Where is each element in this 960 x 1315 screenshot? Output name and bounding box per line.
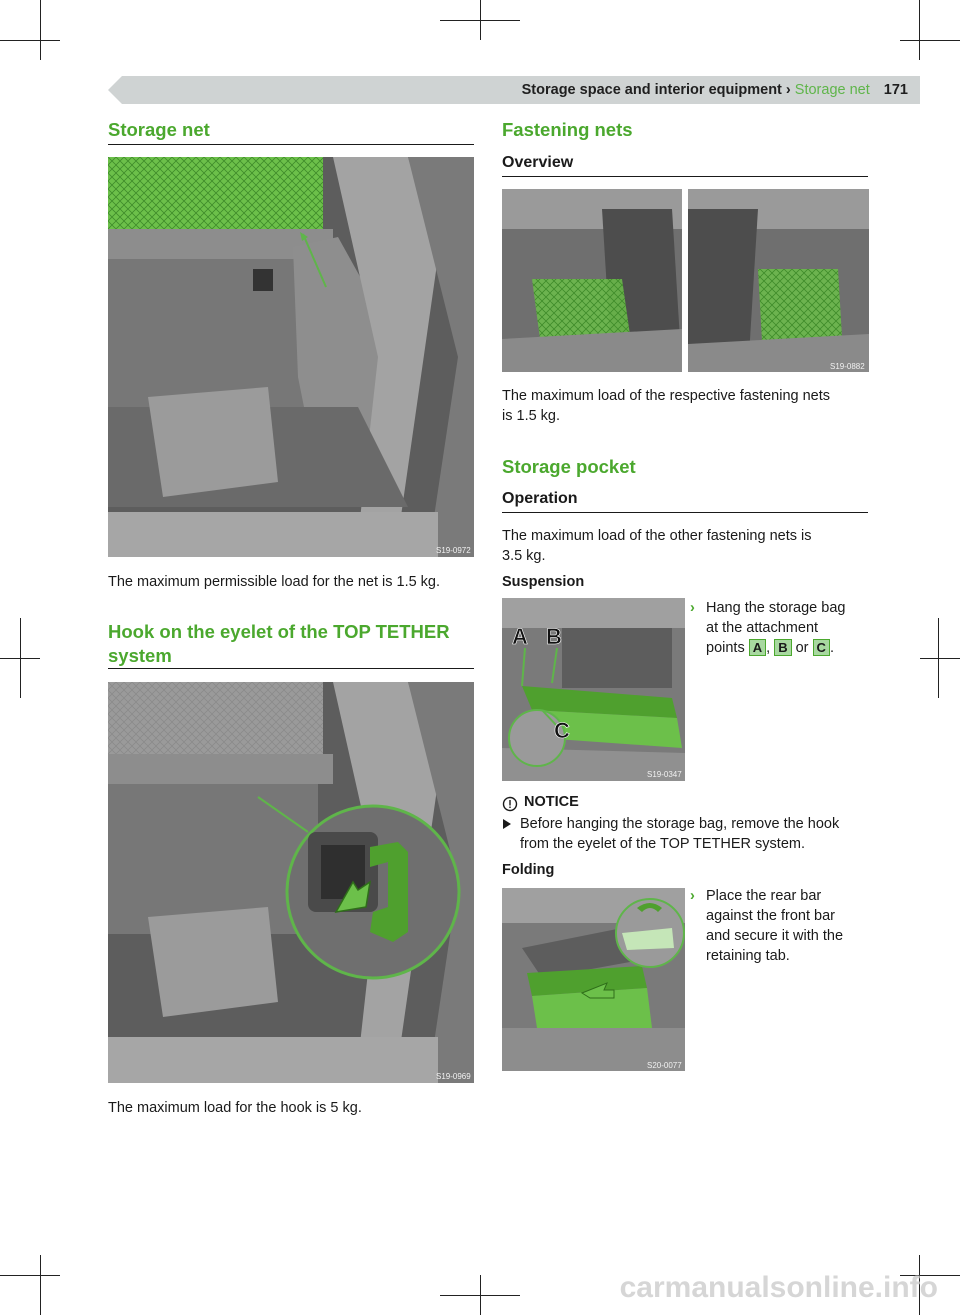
hook-text: The maximum load for the hook is 5 kg. xyxy=(108,1100,362,1116)
point-b-tag: B xyxy=(774,639,792,656)
crop-mark xyxy=(0,1275,60,1276)
crop-mark xyxy=(440,1295,520,1296)
hook-heading-line2: system xyxy=(108,645,172,666)
fastening-text-line1: The maximum load of the respective faste… xyxy=(502,388,831,404)
operation-heading: Operation xyxy=(502,490,578,507)
page-header: Storage space and interior equipment › S… xyxy=(522,82,908,98)
notice-line2: from the eyelet of the TOP TETHER system… xyxy=(520,836,806,852)
crop-mark xyxy=(0,40,60,41)
figure-top-tether-hook xyxy=(108,682,474,1083)
points-word: points xyxy=(706,640,745,656)
fastening-nets-heading: Fastening nets xyxy=(502,119,633,140)
operation-text-line2: 3.5 kg. xyxy=(502,548,546,564)
folding-label: Folding xyxy=(502,862,555,878)
figure-suspension: A B C xyxy=(502,598,685,781)
point-c-tag: C xyxy=(812,639,830,656)
callout-c: C xyxy=(554,718,570,743)
operation-text-line1: The maximum load of the other fastening … xyxy=(502,528,812,544)
figure-code: S19-0972 xyxy=(436,546,471,555)
page-number: 171 xyxy=(883,82,908,98)
notice-line1: Before hanging the storage bag, remove t… xyxy=(520,816,840,832)
figure-code: S19-0347 xyxy=(647,770,682,779)
crop-mark xyxy=(919,1255,920,1315)
figure-code: S19-0969 xyxy=(436,1072,471,1081)
heading-rule xyxy=(108,668,474,669)
crop-mark xyxy=(900,1275,960,1276)
figure-code: S19-0882 xyxy=(830,362,865,371)
storage-pocket-heading: Storage pocket xyxy=(502,456,636,477)
figure-fastening-net-2 xyxy=(688,189,869,372)
callout-b: B xyxy=(546,624,562,649)
figure-storage-net xyxy=(108,157,474,557)
notice-title: NOTICE xyxy=(524,794,579,810)
info-icon xyxy=(502,796,518,812)
crop-mark xyxy=(40,0,41,60)
overview-heading: Overview xyxy=(502,154,574,171)
header-section: Storage space and interior equipment › xyxy=(521,82,791,98)
crop-mark xyxy=(919,0,920,60)
crop-mark xyxy=(0,658,40,659)
suspension-line2: at the attachment xyxy=(706,620,819,636)
figure-folding xyxy=(502,888,685,1071)
crop-mark xyxy=(440,20,520,21)
folding-line1: Place the rear bar xyxy=(706,888,822,904)
heading-rule xyxy=(502,512,868,513)
hook-heading-line1: Hook on the eyelet of the TOP TETHER xyxy=(108,621,450,642)
storage-net-heading: Storage net xyxy=(108,119,210,140)
folding-instruction: › Place the rear bar against the front b… xyxy=(690,886,866,966)
suspension-line3: points A, B or C. xyxy=(706,639,834,656)
chevron-right-icon: › xyxy=(690,600,695,616)
figure-code: S20-0077 xyxy=(647,1061,682,1070)
or-word: or xyxy=(795,640,809,656)
folding-line3: and secure it with the xyxy=(706,928,844,944)
storage-net-text: The maximum permissible load for the net… xyxy=(108,574,441,590)
folding-line2: against the front bar xyxy=(706,908,835,924)
crop-mark xyxy=(900,40,960,41)
point-a-tag: A xyxy=(748,639,767,656)
chevron-right-icon: › xyxy=(690,888,695,904)
suspension-line1: Hang the storage bag xyxy=(706,600,846,616)
callout-a: A xyxy=(512,624,528,649)
heading-rule xyxy=(108,144,474,145)
watermark: carmanualsonline.info xyxy=(619,1271,938,1304)
crop-mark xyxy=(40,1255,41,1315)
fastening-text-line2: is 1.5 kg. xyxy=(502,408,561,424)
heading-rule xyxy=(502,176,868,177)
header-band xyxy=(108,76,920,104)
folding-line4: retaining tab. xyxy=(706,948,790,964)
crop-mark xyxy=(920,658,960,659)
header-current: Storage net xyxy=(794,82,870,98)
suspension-label: Suspension xyxy=(502,574,585,590)
suspension-instruction: › Hang the storage bag at the attachment… xyxy=(690,598,866,658)
triangle-bullet-icon xyxy=(503,819,511,829)
figure-fastening-net-1 xyxy=(502,189,682,372)
